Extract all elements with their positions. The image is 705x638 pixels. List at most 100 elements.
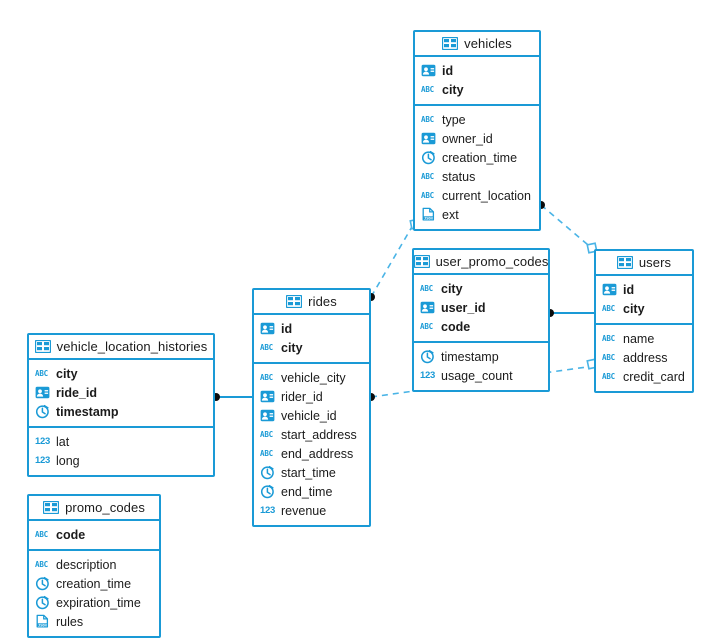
table-grid-icon — [43, 501, 60, 514]
field-label: credit_card — [623, 369, 685, 384]
field-label: rules — [56, 614, 84, 629]
field-creation_time[interactable]: creation_time — [29, 574, 159, 593]
field-ride_id[interactable]: ride_id — [29, 383, 213, 402]
field-label: timestamp — [441, 349, 499, 364]
field-creation_time[interactable]: creation_time — [415, 148, 539, 167]
clock-icon — [260, 465, 275, 480]
field-timestamp[interactable]: timestamp — [414, 347, 548, 366]
field-id[interactable]: id — [415, 61, 539, 80]
field-label: city — [441, 281, 463, 296]
field-id[interactable]: id — [254, 319, 369, 338]
field-label: city — [442, 82, 464, 97]
entity-header-user_promo_codes[interactable]: user_promo_codes — [413, 250, 549, 275]
column-group: timestamp 123 usage_count — [414, 343, 548, 390]
field-vehicle_city[interactable]: ABC vehicle_city — [254, 368, 369, 387]
field-id[interactable]: id — [596, 280, 692, 299]
123-icon: 123 — [35, 455, 50, 466]
field-label: type — [442, 112, 466, 127]
field-start_time[interactable]: start_time — [254, 463, 369, 482]
field-label: rider_id — [281, 389, 323, 404]
abc-icon: ABC — [421, 191, 434, 200]
clock-icon — [35, 576, 50, 591]
field-label: current_location — [442, 188, 531, 203]
id-card-icon — [35, 385, 50, 400]
abc-icon: ABC — [421, 172, 434, 181]
id-card-icon — [421, 63, 436, 78]
abc-icon: ABC — [602, 353, 615, 362]
field-label: status — [442, 169, 476, 184]
entity-title: vehicle_location_histories — [56, 339, 208, 354]
field-label: creation_time — [56, 576, 132, 591]
field-label: revenue — [281, 503, 327, 518]
field-label: usage_count — [441, 368, 513, 383]
table-grid-icon — [286, 295, 303, 308]
table-grid-icon — [442, 37, 459, 50]
entity-title: user_promo_codes — [435, 254, 549, 269]
field-label: timestamp — [56, 404, 119, 419]
field-user_id[interactable]: user_id — [414, 298, 548, 317]
field-revenue[interactable]: 123 revenue — [254, 501, 369, 520]
field-label: id — [442, 63, 454, 78]
relationship-vehicle_location_histories-to-rides — [212, 393, 252, 401]
field-end_time[interactable]: end_time — [254, 482, 369, 501]
field-label: end_address — [281, 446, 354, 461]
entity-header-rides[interactable]: rides — [254, 290, 369, 315]
field-rider_id[interactable]: rider_id — [254, 387, 369, 406]
entity-header-vehicle_location_histories[interactable]: vehicle_location_histories — [29, 335, 213, 360]
field-label: vehicle_city — [281, 370, 346, 385]
field-label: city — [623, 301, 645, 316]
field-timestamp[interactable]: timestamp — [29, 402, 213, 421]
field-expiration_time[interactable]: expiration_time — [29, 593, 159, 612]
field-label: expiration_time — [56, 595, 141, 610]
field-current_location[interactable]: ABC current_location — [415, 186, 539, 205]
field-owner_id[interactable]: owner_id — [415, 129, 539, 148]
field-usage_count[interactable]: 123 usage_count — [414, 366, 548, 385]
entity-title: promo_codes — [65, 500, 145, 515]
123-icon: 123 — [420, 370, 435, 381]
svg-text:JSON: JSON — [424, 217, 433, 221]
table-grid-icon — [616, 256, 633, 269]
abc-icon: ABC — [260, 343, 273, 352]
entity-header-promo_codes[interactable]: promo_codes — [29, 496, 159, 521]
field-vehicle_id[interactable]: vehicle_id — [254, 406, 369, 425]
entity-header-users[interactable]: users — [596, 251, 692, 276]
123-icon: 123 — [260, 505, 275, 516]
abc-icon: ABC — [260, 373, 273, 382]
field-label: city — [56, 366, 78, 381]
abc-icon: ABC — [420, 322, 433, 331]
field-status[interactable]: ABC status — [415, 167, 539, 186]
table-grid-icon — [413, 255, 430, 268]
json-icon: JSON — [421, 207, 436, 222]
field-label: ride_id — [56, 385, 97, 400]
entity-header-vehicles[interactable]: vehicles — [415, 32, 539, 57]
